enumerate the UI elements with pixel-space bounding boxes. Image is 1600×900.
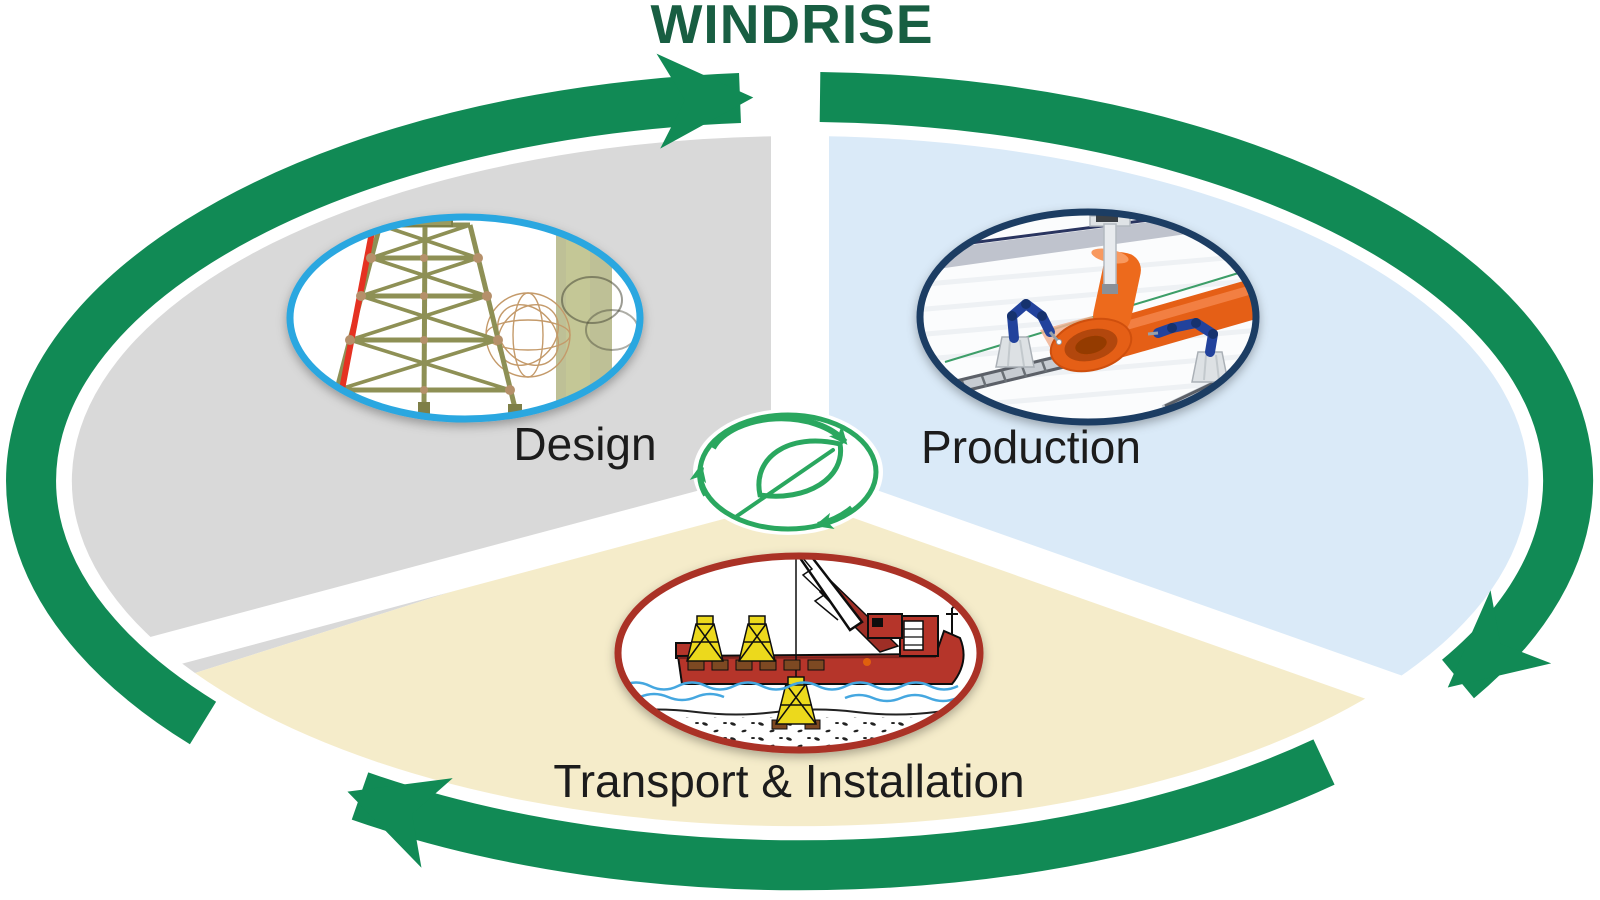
vessel-superstructure [899, 603, 960, 657]
sector-dividers [95, 62, 1426, 717]
phase-label-design: Design [513, 418, 657, 470]
welding-cell-illustration [920, 212, 1256, 420]
phase-label-transport-installation: Transport & Installation [553, 755, 1025, 807]
ring-segment-design [6, 53, 754, 745]
leaf-glyph [735, 438, 844, 518]
divider-lower-right [794, 464, 1426, 717]
diagram-title: WINDRISE [650, 0, 934, 55]
leaf-cycle-arrows [689, 412, 879, 532]
transport-image-border [614, 552, 984, 754]
subsea-jacket [771, 676, 821, 730]
phase-label-production: Production [921, 421, 1141, 473]
deck-skid-blocks [687, 659, 825, 671]
welding-robot-left [995, 299, 1062, 368]
overhead-column [1089, 213, 1131, 294]
ring-segment-production [819, 72, 1594, 699]
production-image [916, 208, 1260, 426]
production-image-border [916, 208, 1260, 426]
cycle-ring [6, 53, 1594, 891]
divider-lower-left [95, 464, 805, 685]
waterline [621, 681, 959, 703]
deck-jackets [686, 615, 776, 662]
crane [788, 556, 903, 678]
ring-segment-transport [347, 739, 1335, 891]
welding-robot-right [1147, 318, 1229, 383]
design-image-border [286, 213, 644, 423]
leaf-cycle-icon [689, 409, 883, 535]
